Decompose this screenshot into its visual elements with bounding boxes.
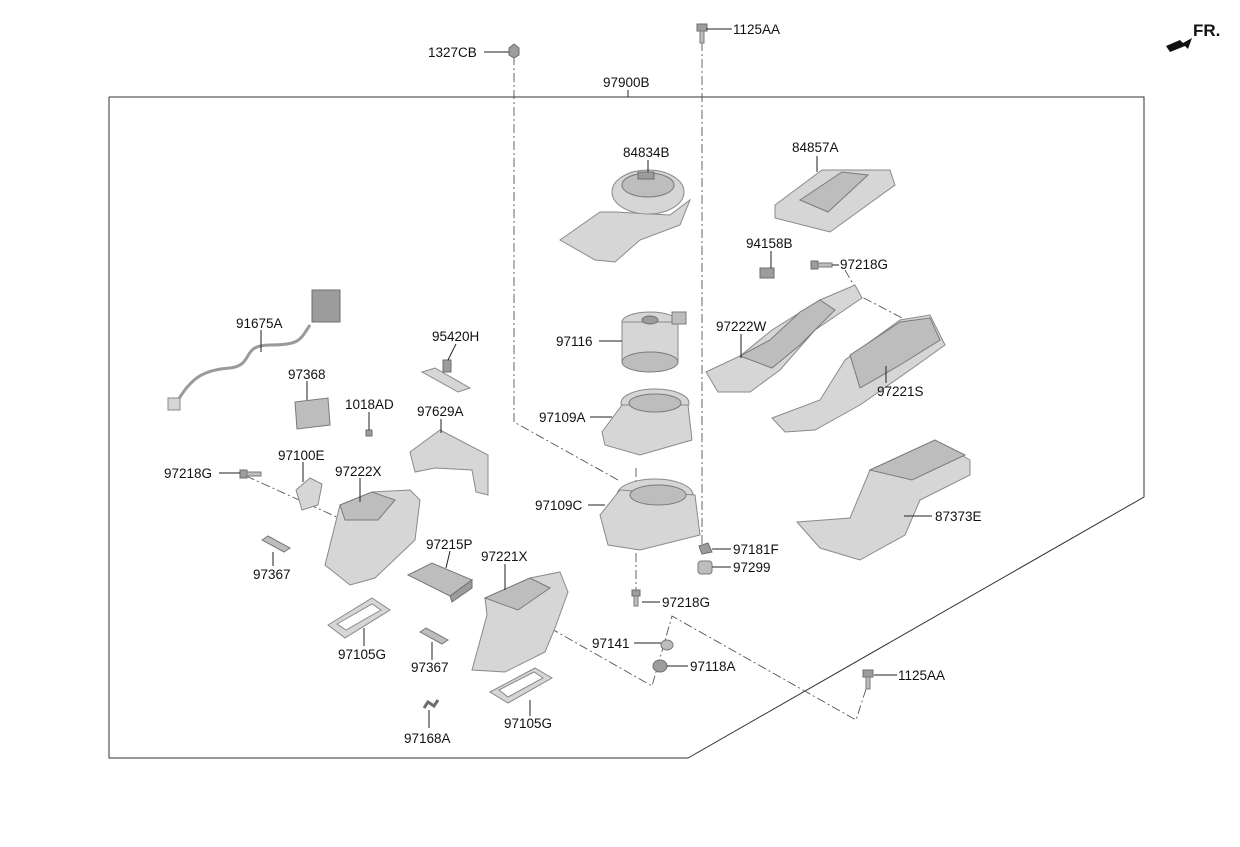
label-97105G-left: 97105G	[338, 647, 386, 662]
label-97168A: 97168A	[404, 731, 451, 746]
label-97900B: 97900B	[603, 75, 650, 90]
blower-case-97109C	[599, 478, 701, 551]
cover-84857A	[774, 169, 896, 233]
label-97141: 97141	[592, 636, 630, 651]
bolt-1125AA-top-icon	[696, 23, 708, 44]
grommet-97299	[697, 560, 713, 575]
pad-97368	[294, 397, 331, 430]
bolt-1125AA-right-icon	[862, 669, 874, 690]
label-1125AA-right: 1125AA	[898, 668, 945, 683]
front-direction-arrow-icon	[1166, 38, 1192, 52]
wiring-harness-91675A	[167, 289, 341, 411]
label-97215P: 97215P	[426, 537, 473, 552]
assembly-frame	[108, 96, 1145, 759]
floor-duct-87373E	[795, 439, 971, 561]
strip-97367-left	[261, 535, 291, 553]
sensor-94158B	[759, 267, 775, 279]
clip-97168A	[422, 699, 440, 709]
case-97222X	[324, 489, 421, 586]
case-97221X	[471, 571, 569, 673]
nut-1327CB-icon	[508, 43, 520, 59]
label-97100E: 97100E	[278, 448, 325, 463]
label-1018AD: 1018AD	[345, 397, 394, 412]
label-97116: 97116	[556, 334, 593, 349]
label-1327CB: 1327CB	[428, 45, 477, 60]
label-97629A: 97629A	[417, 404, 464, 419]
label-97109A: 97109A	[539, 410, 586, 425]
label-97367-center: 97367	[411, 660, 449, 675]
filter-97215P	[406, 562, 474, 603]
label-97181F: 97181F	[733, 542, 779, 557]
label-97299: 97299	[733, 560, 771, 575]
label-91675A: 91675A	[236, 316, 283, 331]
label-97109C: 97109C	[535, 498, 583, 513]
duct-97221S	[771, 314, 946, 433]
strip-97367-center	[419, 627, 449, 645]
label-97367-left: 97367	[253, 567, 291, 582]
label-95420H: 95420H	[432, 329, 479, 344]
leader-lines	[219, 28, 932, 728]
label-97222W: 97222W	[716, 319, 767, 334]
label-94158B: 94158B	[746, 236, 793, 251]
label-97218G-left: 97218G	[164, 466, 212, 481]
blower-motor-97116	[621, 311, 687, 373]
screw-1018AD-icon	[365, 429, 373, 437]
blower-case-97109A	[601, 388, 693, 456]
label-97221S: 97221S	[877, 384, 924, 399]
clip-97141	[660, 639, 674, 651]
screw-97218G-left-icon	[239, 469, 262, 479]
screw-97218G-upper-right-icon	[810, 260, 833, 270]
gasket-97105G-left	[327, 597, 391, 639]
actuator-97100E	[295, 477, 323, 511]
gasket-97105G-bottom	[488, 667, 553, 704]
front-direction-label: FR.	[1193, 21, 1220, 40]
label-1125AA-top: 1125AA	[733, 22, 780, 37]
nut-97118A-icon	[652, 659, 668, 673]
label-97222X: 97222X	[335, 464, 382, 479]
label-97218G-center: 97218G	[662, 595, 710, 610]
label-97221X: 97221X	[481, 549, 528, 564]
label-87373E: 87373E	[935, 509, 982, 524]
label-84834B: 84834B	[623, 145, 670, 160]
screw-97218G-center-icon	[631, 589, 641, 607]
clip-97181F	[698, 542, 713, 555]
label-97118A: 97118A	[690, 659, 736, 674]
label-97218G-upper-right: 97218G	[840, 257, 888, 272]
label-84857A: 84857A	[792, 140, 839, 155]
label-97368: 97368	[288, 367, 326, 382]
bracket-97629A	[409, 429, 489, 496]
duct-97222W	[705, 284, 863, 393]
label-97105G-bottom: 97105G	[504, 716, 552, 731]
blower-cover-84834B	[559, 169, 692, 263]
bracket-95420H	[420, 359, 472, 393]
